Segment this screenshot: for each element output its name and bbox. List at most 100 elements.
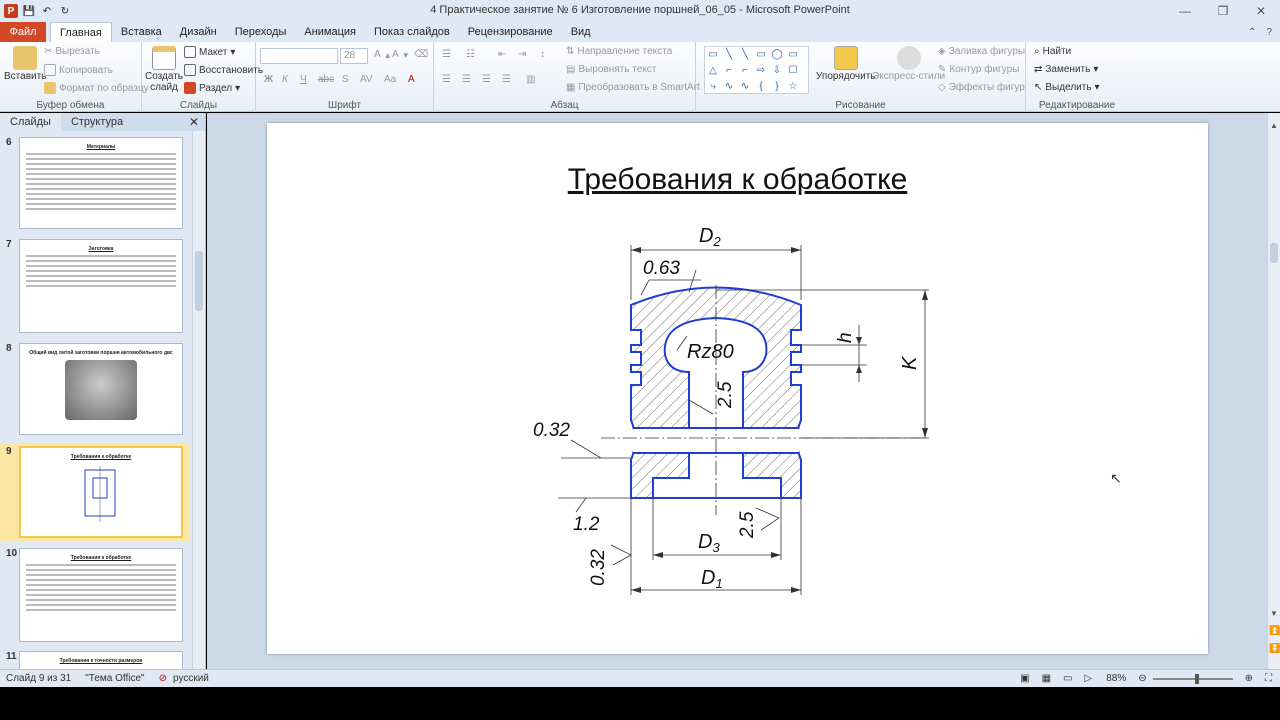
font-color-button[interactable]: A — [408, 74, 415, 85]
arrange-icon — [833, 46, 858, 70]
slide-title[interactable]: Требования к обработке — [567, 163, 908, 196]
shape-outline-button[interactable]: ✎Контур фигуры — [938, 64, 1020, 75]
new-slide-button[interactable]: Создать слайд — [145, 46, 183, 93]
tab-outline-panel[interactable]: Структура — [70, 116, 124, 128]
minimize-button[interactable]: — — [1179, 4, 1191, 18]
label-roughness-25-inner: 2.5 — [715, 381, 736, 409]
help-icon[interactable]: ? — [1266, 26, 1272, 38]
arrange-button[interactable]: Упорядочить — [816, 46, 876, 82]
bold-button[interactable]: Ж — [264, 74, 274, 85]
replace-button[interactable]: ⇄Заменить▾ — [1034, 64, 1099, 75]
decrease-indent-icon[interactable]: ⇤ — [498, 49, 507, 60]
tab-animation[interactable]: Анимация — [304, 26, 356, 38]
shapes-gallery[interactable]: ▭╲╲▭◯▭ △⌐⌐⇨⇩☐ ⤷∿∿{}☆ — [704, 46, 809, 94]
group-clipboard: Вставить ✂Вырезать Копировать Формат по … — [0, 42, 149, 112]
tab-home[interactable]: Главная — [50, 22, 112, 42]
cut-button[interactable]: ✂Вырезать — [44, 46, 100, 57]
group-label-font: Шрифт — [328, 100, 361, 111]
close-panel-icon[interactable]: ✕ — [188, 115, 199, 129]
normal-view-icon[interactable]: ▣ — [1020, 673, 1030, 684]
tab-file[interactable]: Файл — [0, 22, 46, 42]
label-d3: D3 — [698, 531, 720, 555]
text-direction-button[interactable]: ⇅Направление текста — [566, 46, 673, 57]
slide-canvas[interactable]: Требования к обработке — [267, 123, 1208, 654]
shape-fill-button[interactable]: ◈Заливка фигуры — [938, 46, 1026, 57]
thumbnail-slide-6[interactable]: 6 Материалы — [0, 137, 192, 229]
tab-slides-panel[interactable]: Слайды — [0, 113, 61, 131]
group-font: 28 A▲ A▼ ⌫ Ж К Ч abc S AV Aa A Шрифт — [256, 42, 434, 112]
thumbnail-slide-11[interactable]: 11 Требования к точности размеров — [0, 651, 192, 669]
line-spacing-icon[interactable]: ↕ — [540, 49, 545, 60]
tab-transitions[interactable]: Переходы — [234, 26, 287, 38]
new-slide-icon — [152, 46, 176, 70]
fit-to-window-icon[interactable]: ⛶ — [1265, 673, 1272, 684]
spacing-button[interactable]: AV — [360, 74, 373, 85]
font-name-field[interactable] — [260, 48, 338, 64]
increase-indent-icon[interactable]: ⇥ — [518, 49, 527, 60]
next-slide-icon[interactable]: ⏬ — [1269, 643, 1280, 653]
tab-design[interactable]: Дизайн — [179, 26, 217, 38]
quick-styles-button[interactable]: Экспресс-стили — [872, 46, 945, 82]
align-center-icon[interactable]: ☰ — [462, 74, 471, 85]
align-text-button[interactable]: ▤Выровнять текст — [566, 64, 657, 75]
shrink-font-icon[interactable]: A▼ — [392, 49, 410, 60]
language[interactable]: русский — [173, 673, 209, 684]
theme-name[interactable]: "Тема Office" — [85, 673, 145, 684]
shape-effects-button[interactable]: ◇Эффекты фигур — [938, 82, 1025, 93]
strikethrough-button[interactable]: abc — [318, 74, 335, 85]
justify-icon[interactable]: ☰ — [502, 74, 511, 85]
grow-font-icon[interactable]: A▲ — [374, 49, 392, 60]
copy-button[interactable]: Копировать — [44, 64, 113, 76]
slide-sorter-icon[interactable]: ▦ — [1041, 673, 1052, 684]
bullets-icon[interactable]: ☰ — [442, 49, 451, 60]
section-button[interactable]: Раздел▾ — [184, 82, 240, 94]
save-icon[interactable]: 💾 — [22, 5, 36, 17]
tab-slideshow[interactable]: Показ слайдов — [374, 26, 450, 38]
previous-slide-icon[interactable]: ⏫ — [1269, 625, 1280, 635]
close-button[interactable]: ✕ — [1255, 4, 1267, 18]
piston-drawing[interactable]: D2 0.63 Rz80 h K 2.5 0.32 1.2 2.5 D3 0.3… — [267, 123, 1208, 654]
undo-icon[interactable]: ↶ — [42, 5, 52, 17]
scroll-thumb[interactable] — [1270, 243, 1278, 263]
change-case-button[interactable]: Aa — [384, 74, 397, 85]
reset-button[interactable]: Восстановить — [184, 64, 263, 76]
spellcheck-icon[interactable]: ⊘ — [158, 673, 167, 684]
shadow-button[interactable]: S — [342, 74, 349, 85]
align-right-icon[interactable]: ☰ — [482, 74, 491, 85]
zoom-slider[interactable] — [1152, 673, 1233, 684]
font-size-field[interactable]: 28 — [340, 48, 368, 64]
redo-icon[interactable]: ↻ — [60, 5, 70, 17]
thumbnail-slide-7[interactable]: 7 Заготовка — [0, 239, 192, 333]
powerpoint-app-icon[interactable]: P — [4, 4, 18, 18]
underline-button[interactable]: Ч — [300, 74, 307, 85]
zoom-out-icon[interactable]: ⊖ — [1138, 673, 1147, 684]
tab-insert[interactable]: Вставка — [120, 26, 162, 38]
numbering-icon[interactable]: ☷ — [466, 49, 475, 60]
align-left-icon[interactable]: ☰ — [442, 74, 451, 85]
thumbnail-slide-8[interactable]: 8 Общий вид литой заготовки поршня автом… — [0, 343, 192, 435]
tab-review[interactable]: Рецензирование — [467, 26, 553, 38]
scroll-down-icon[interactable]: ▼ — [1270, 609, 1278, 618]
scroll-up-icon[interactable]: ▲ — [1270, 121, 1278, 130]
layout-button[interactable]: Макет▾ — [184, 46, 235, 58]
select-button[interactable]: ↖Выделить▾ — [1034, 82, 1100, 93]
format-painter-button[interactable]: Формат по образцу — [44, 82, 149, 94]
zoom-level[interactable]: 88% — [1106, 673, 1127, 684]
zoom-in-icon[interactable]: ⊕ — [1244, 673, 1253, 684]
italic-button[interactable]: К — [282, 74, 288, 85]
thumbnail-slide-9[interactable]: 9 Требования к обработке — [0, 446, 192, 538]
thumbnail-slide-10[interactable]: 10 Требования к обработке — [0, 548, 192, 642]
paste-button[interactable]: Вставить — [4, 46, 46, 82]
smartart-button[interactable]: ▦Преобразовать в SmartArt — [566, 82, 700, 93]
slide-scrollbar[interactable]: ▲ ▼ ⏫ ⏬ — [1267, 113, 1280, 669]
restore-button[interactable]: ❐ — [1217, 4, 1229, 18]
thumbnails-scrollbar[interactable] — [192, 131, 205, 669]
columns-icon[interactable]: ▥ — [526, 74, 536, 85]
tab-view[interactable]: Вид — [570, 26, 591, 38]
reading-view-icon[interactable]: ▭ — [1063, 673, 1073, 684]
slideshow-icon[interactable]: ▷ — [1084, 673, 1093, 684]
collapse-ribbon-icon[interactable]: ⌃ — [1248, 26, 1257, 38]
clear-format-icon[interactable]: ⌫ — [414, 49, 429, 60]
label-roughness-12: 1.2 — [573, 514, 600, 535]
find-button[interactable]: ⌕Найти — [1034, 46, 1072, 57]
